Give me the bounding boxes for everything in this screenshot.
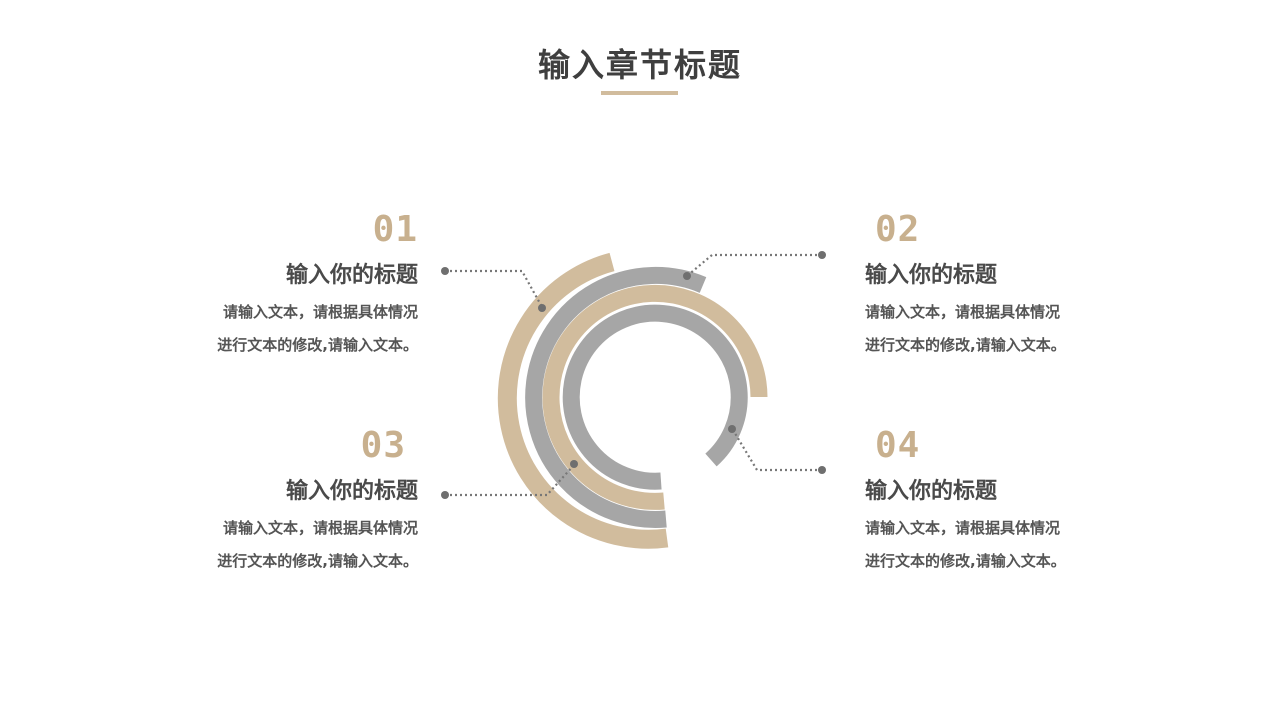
connector-dot-04-arc bbox=[728, 425, 736, 433]
connector-04 bbox=[732, 429, 822, 472]
item-block-02: 02 输入你的标题 请输入文本，请根据具体情况 进行文本的修改,请输入文本。 bbox=[865, 212, 1125, 362]
second-tan-arc bbox=[542, 284, 768, 510]
item-heading: 输入你的标题 bbox=[865, 263, 998, 288]
item-body-line2: 进行文本的修改,请输入文本。 bbox=[217, 336, 418, 354]
item-block-04: 04 输入你的标题 请输入文本，请根据具体情况 进行文本的修改,请输入文本。 bbox=[865, 428, 1125, 578]
item-heading: 输入你的标题 bbox=[285, 263, 418, 288]
item-block-03: 03 输入你的标题 请输入文本，请根据具体情况 进行文本的修改,请输入文本。 bbox=[146, 425, 418, 578]
connector-dots bbox=[441, 251, 826, 499]
item-heading: 输入你的标题 bbox=[285, 479, 418, 504]
connector-dot-04-end bbox=[818, 466, 826, 474]
outer-tan-arc bbox=[497, 252, 669, 549]
page-title: 输入章节标题 bbox=[537, 46, 742, 84]
item-body-line1: 请输入文本，请根据具体情况 bbox=[865, 519, 1061, 537]
item-body-line2: 进行文本的修改,请输入文本。 bbox=[865, 552, 1066, 570]
item-heading: 输入你的标题 bbox=[865, 479, 998, 504]
item-block-01: 01 输入你的标题 请输入文本，请根据具体情况 进行文本的修改,请输入文本。 bbox=[158, 212, 418, 362]
connector-dot-03-arc bbox=[570, 460, 578, 468]
connector-dot-02-end bbox=[818, 251, 826, 259]
item-number: 01 bbox=[372, 209, 418, 250]
item-body-line2: 进行文本的修改,请输入文本。 bbox=[865, 336, 1066, 354]
item-number: 02 bbox=[875, 209, 921, 250]
item-body-line1: 请输入文本，请根据具体情况 bbox=[865, 303, 1061, 321]
title-underline bbox=[601, 91, 678, 95]
connector-dot-01-end bbox=[441, 267, 449, 275]
item-number: 03 bbox=[360, 425, 406, 466]
connector-01 bbox=[445, 269, 543, 308]
connector-lines bbox=[445, 253, 822, 497]
connector-dot-02-arc bbox=[683, 272, 691, 280]
connector-dot-03-end bbox=[441, 491, 449, 499]
connector-02 bbox=[686, 253, 822, 277]
item-body-line2: 进行文本的修改,请输入文本。 bbox=[217, 552, 418, 570]
inner-gray-arc bbox=[562, 304, 748, 490]
third-gray-arc bbox=[525, 266, 707, 528]
item-number: 04 bbox=[875, 425, 921, 466]
item-body-line1: 请输入文本，请根据具体情况 bbox=[222, 519, 418, 537]
connector-dot-01-arc bbox=[538, 304, 546, 312]
connector-03 bbox=[445, 464, 575, 497]
item-body-line1: 请输入文本，请根据具体情况 bbox=[222, 303, 418, 321]
